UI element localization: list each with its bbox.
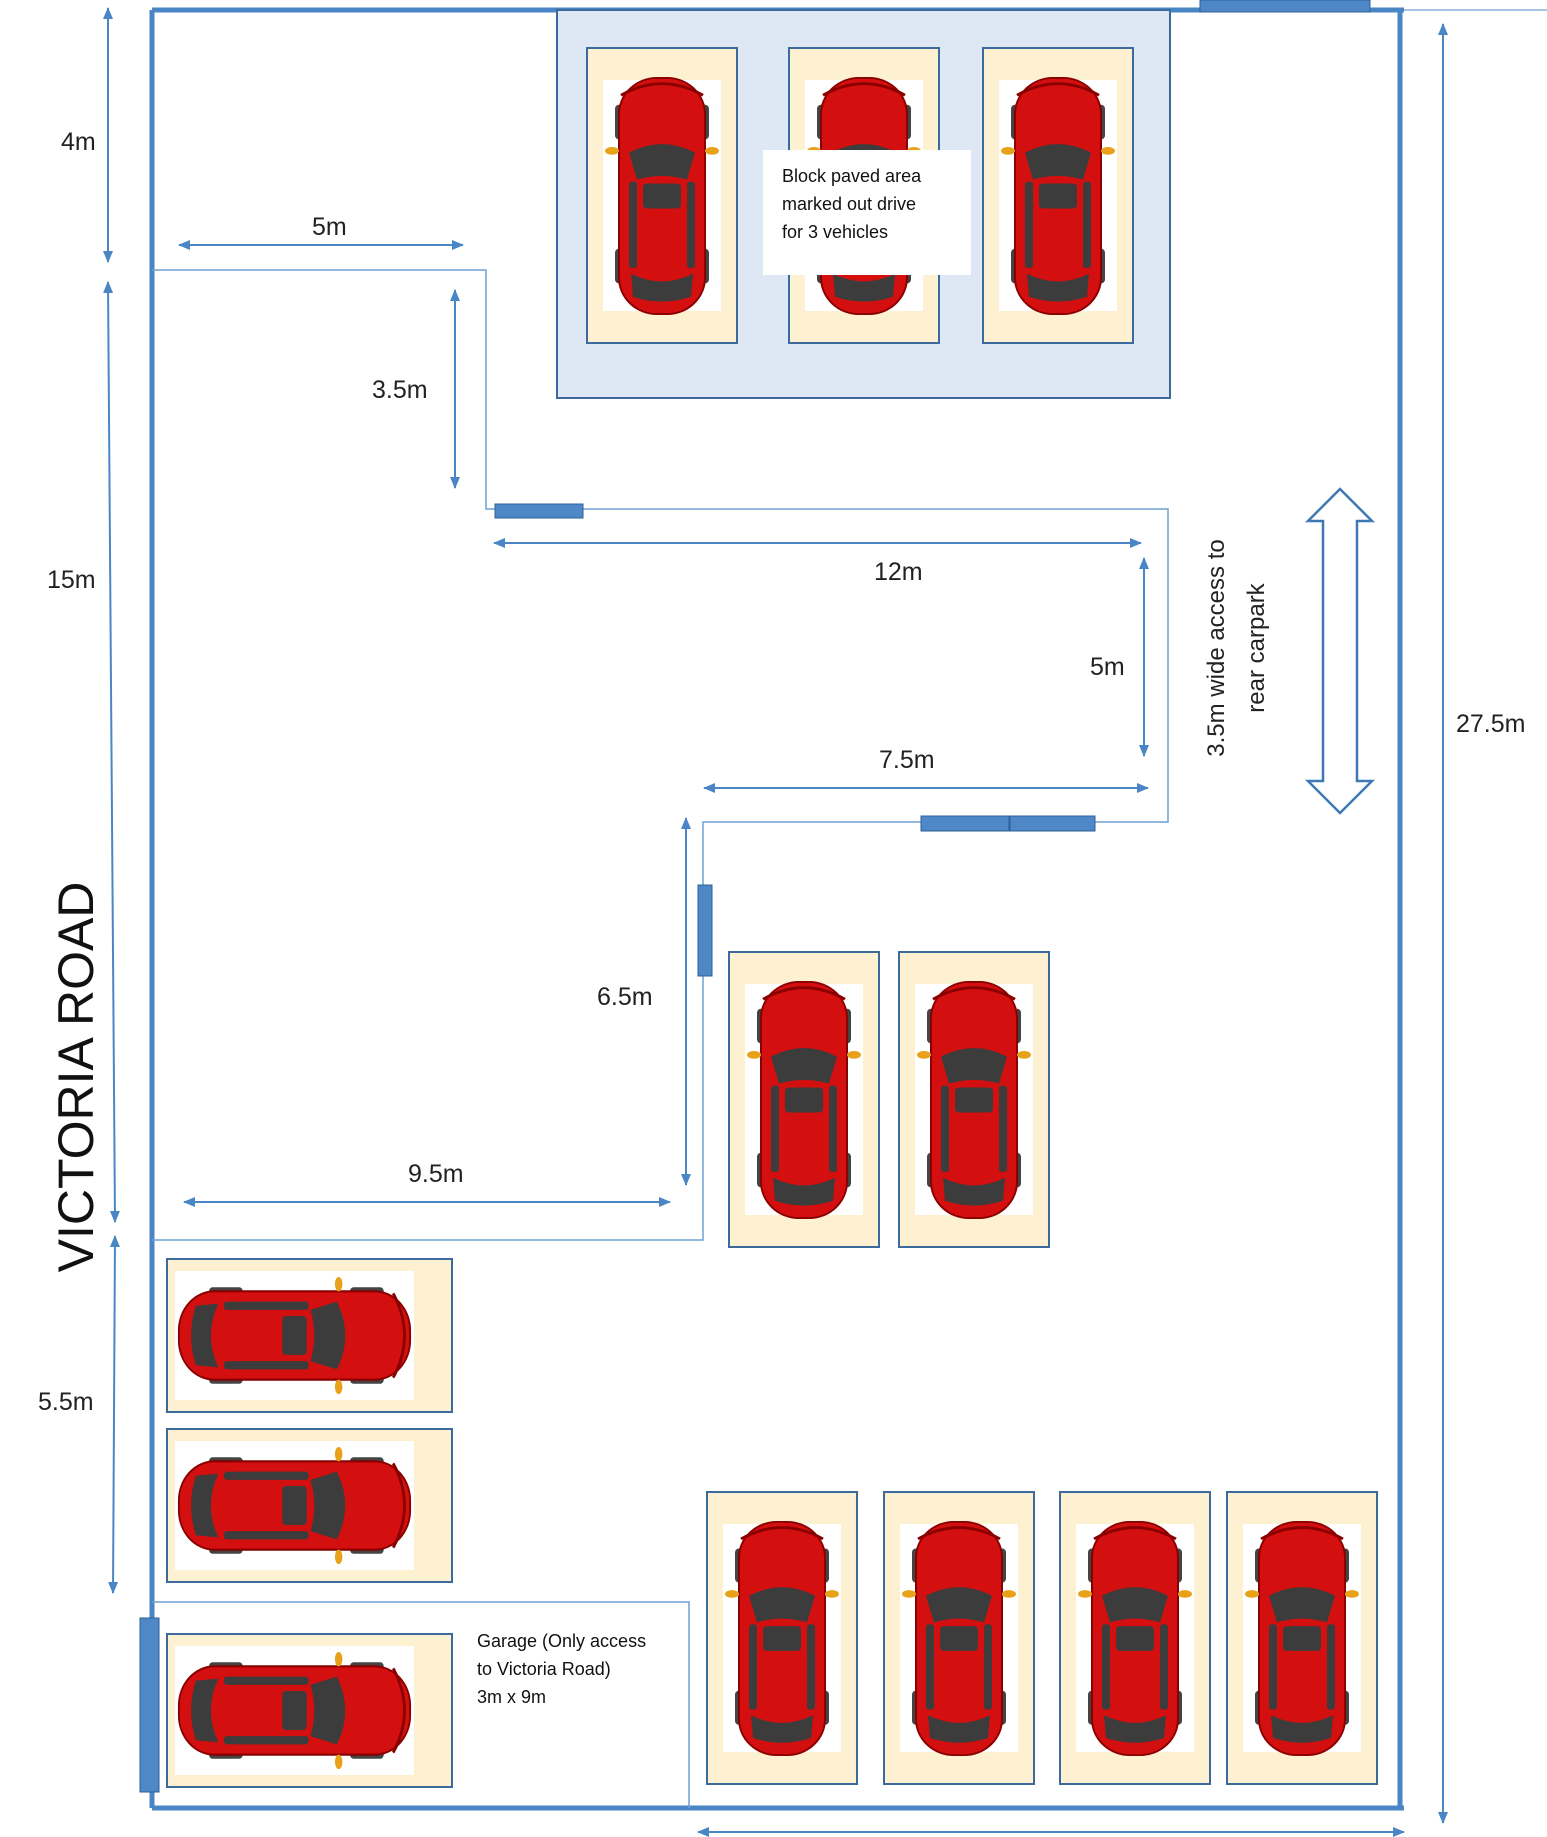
car-icon: [917, 980, 1031, 1220]
svg-text:3.5m wide access to: 3.5m wide access to: [1203, 539, 1230, 756]
car-icon: [902, 1520, 1016, 1757]
dim-label-5m-top: 5m: [312, 213, 347, 241]
dim-label-15m: 15m: [47, 566, 96, 594]
car-icon: [1078, 1520, 1192, 1757]
dimension-arrow-15m: [103, 281, 120, 1223]
dim-label-12m: 12m: [874, 558, 923, 586]
dim-label-6-5m: 6.5m: [597, 983, 653, 1011]
car-icon: [725, 1520, 839, 1757]
block-paved-note: Block paved area marked out drive for 3 …: [782, 166, 922, 242]
block-paved-note-box: [763, 150, 971, 275]
parking-bay-bottom-3: [1059, 1491, 1211, 1785]
car-icon: [605, 76, 719, 316]
parking-bay-left-2: [166, 1428, 453, 1583]
svg-text:for 3 vehicles: for 3 vehicles: [782, 222, 888, 242]
car-icon: [747, 980, 861, 1220]
garage-note: Garage (Only access to Victoria Road) 3m…: [477, 1631, 646, 1707]
dim-label-9-5m: 9.5m: [408, 1160, 464, 1188]
svg-text:Garage (Only access: Garage (Only access: [477, 1631, 646, 1651]
access-double-arrow: [1304, 487, 1376, 815]
parking-bay-bottom-1: [706, 1491, 858, 1785]
svg-text:Block paved area: Block paved area: [782, 166, 922, 186]
svg-text:marked out drive: marked out drive: [782, 194, 916, 214]
wall-blocks: [139, 503, 1096, 1793]
svg-text:to Victoria Road): to Victoria Road): [477, 1659, 611, 1679]
svg-text:3m x 9m: 3m x 9m: [477, 1687, 546, 1707]
dimension-arrow-5-5m: [108, 1235, 120, 1594]
car-icon: [177, 1446, 412, 1565]
building-outline: [152, 269, 1169, 1808]
dim-label-3-5m: 3.5m: [372, 376, 428, 404]
dimension-arrows: [103, 6, 1448, 1837]
parking-bay-paved-1: [586, 47, 738, 344]
site-boundary: [149, 0, 1547, 1811]
dim-label-7-5m: 7.5m: [879, 746, 935, 774]
parking-bay-left-1: [166, 1258, 453, 1413]
dim-label-5-5m: 5.5m: [38, 1388, 94, 1416]
dim-label-27-5m: 27.5m: [1456, 710, 1525, 738]
access-note: 3.5m wide access to rear carpark: [1203, 539, 1270, 756]
road-label: VICTORIA ROAD: [48, 882, 104, 1273]
car-icon: [177, 1276, 412, 1395]
top-gate-block: [1199, 0, 1371, 13]
dim-label-5m-mid: 5m: [1090, 653, 1125, 681]
parking-bay-bottom-2: [883, 1491, 1035, 1785]
car-icon: [1001, 76, 1115, 316]
dim-label-4m: 4m: [61, 128, 96, 156]
parking-bay-middle-2: [898, 951, 1050, 1248]
svg-text:rear carpark: rear carpark: [1243, 582, 1270, 712]
parking-bay-garage: [166, 1633, 453, 1788]
parking-bay-bottom-4: [1226, 1491, 1378, 1785]
parking-bay-paved-3: [982, 47, 1134, 344]
car-icon: [1245, 1520, 1359, 1757]
parking-bays: [166, 47, 1378, 1788]
car-icon: [177, 1651, 412, 1770]
parking-bay-middle-1: [728, 951, 880, 1248]
